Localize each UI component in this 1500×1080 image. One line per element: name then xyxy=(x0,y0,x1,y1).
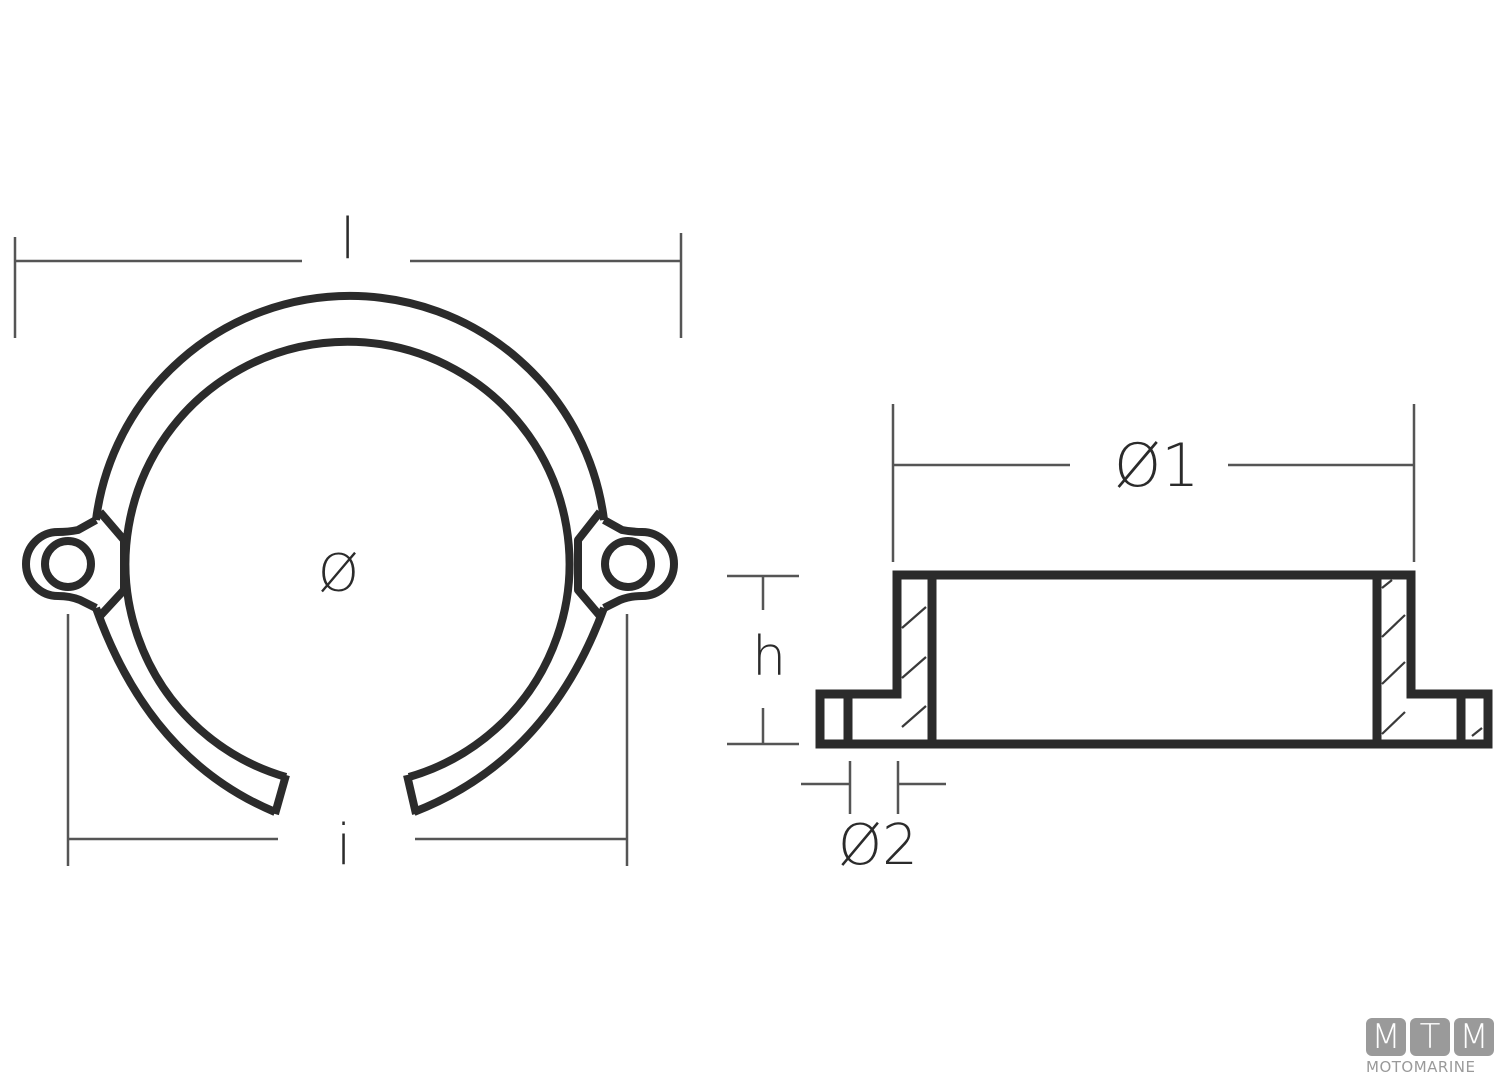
front-view xyxy=(13,233,683,866)
dimension-l xyxy=(13,233,683,338)
right-mounting-lug xyxy=(574,509,678,619)
ring-inner-arc xyxy=(121,337,574,781)
logo-letters: M T M xyxy=(1366,1017,1496,1057)
label-inner-opening: i xyxy=(336,813,352,878)
ring-outer-lower-right xyxy=(412,606,608,816)
left-mounting-lug xyxy=(22,509,128,619)
section-view xyxy=(727,404,1493,814)
dimension-i xyxy=(66,614,629,866)
logo-letter-m2: M xyxy=(1454,1017,1494,1057)
ring-end-right xyxy=(403,774,420,815)
logo-letter-t: T xyxy=(1410,1017,1450,1057)
dimension-h xyxy=(727,574,799,746)
ring-end-left xyxy=(271,773,290,816)
dimension-diameter-2 xyxy=(801,761,946,814)
label-hole-diameter: Ø2 xyxy=(838,813,918,878)
hatching-left xyxy=(901,606,927,728)
motomarine-logo: M T M MOTOMARINE xyxy=(1366,1017,1496,1080)
ring-outer-arc xyxy=(92,291,608,521)
ring-outer-lower-left xyxy=(92,606,277,816)
section-outline xyxy=(815,570,1493,749)
hatching-right xyxy=(1381,579,1483,737)
label-outer-diameter: Ø1 xyxy=(1114,431,1200,501)
label-diameter: Ø xyxy=(318,544,359,604)
logo-letter-m1: M xyxy=(1366,1017,1406,1057)
logo-wordmark: MOTOMARINE xyxy=(1366,1058,1476,1076)
label-height: h xyxy=(752,625,787,688)
dimension-diameter-1 xyxy=(891,404,1416,562)
label-overall-length: l xyxy=(340,207,356,272)
